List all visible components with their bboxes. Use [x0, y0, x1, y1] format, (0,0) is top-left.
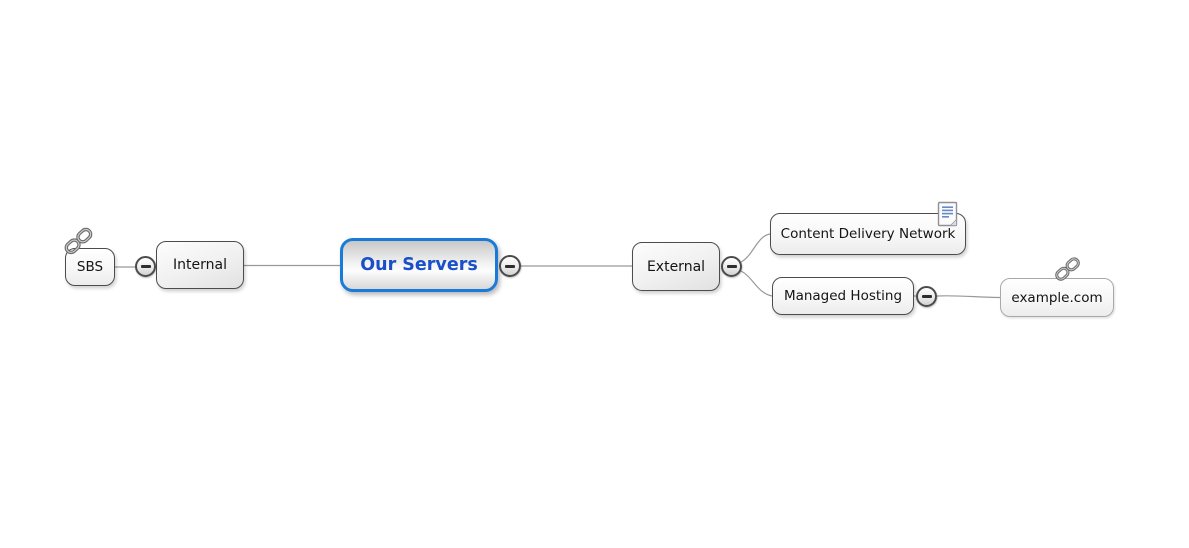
link-icon[interactable]	[1052, 254, 1084, 289]
node-root-label: Our Servers	[360, 255, 478, 275]
link-icon[interactable]	[61, 225, 97, 262]
connector-managed-hosting-example	[936, 295, 1001, 299]
node-cdn-label: Content Delivery Network	[780, 226, 956, 242]
minus-icon	[140, 265, 151, 268]
node-managed-hosting[interactable]: Managed Hosting	[772, 277, 914, 315]
minus-icon	[726, 265, 737, 268]
notes-icon[interactable]	[937, 201, 959, 232]
node-content-delivery-network[interactable]: Content Delivery Network	[770, 213, 966, 255]
node-managed-hosting-label: Managed Hosting	[783, 288, 903, 304]
minus-icon	[921, 295, 932, 298]
collapse-toggle-internal[interactable]	[135, 256, 156, 277]
node-example-com-label: example.com	[1011, 289, 1103, 306]
collapse-toggle-managed-hosting[interactable]	[916, 286, 937, 307]
collapse-toggle-external[interactable]	[721, 256, 742, 277]
connector-external-cdn	[740, 233, 771, 263]
node-external-label: External	[646, 258, 706, 275]
node-internal[interactable]: Internal	[156, 241, 244, 289]
node-sbs-label: SBS	[76, 259, 104, 275]
node-internal-label: Internal	[173, 257, 227, 273]
node-example-com[interactable]: example.com	[1000, 278, 1114, 317]
minus-icon	[505, 264, 515, 268]
collapse-toggle-root[interactable]	[499, 255, 521, 277]
node-root-our-servers[interactable]: Our Servers	[340, 238, 498, 292]
node-sbs[interactable]: SBS	[65, 248, 115, 286]
connector-external-managed-hosting	[740, 270, 773, 297]
node-external[interactable]: External	[632, 242, 720, 291]
